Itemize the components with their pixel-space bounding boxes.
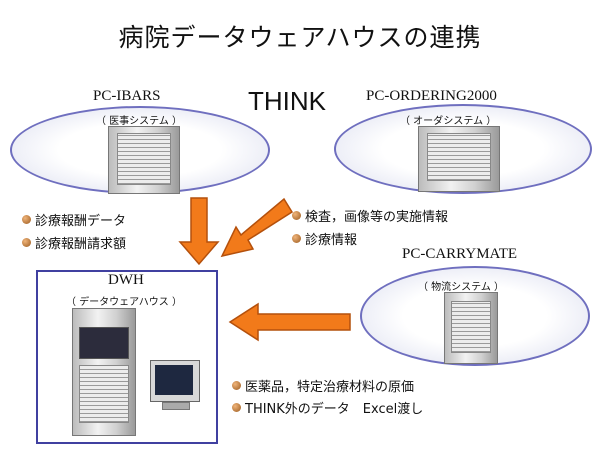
dwh-subtitle: （ データウェアハウス ） <box>66 297 182 308</box>
ibars-server-icon <box>108 126 180 194</box>
carrymate-subtitle: （ 物流システム ） <box>418 282 505 293</box>
carrymate-item-1: 医薬品，特定治療材料の原価 <box>232 376 414 395</box>
carrymate-item-2: THINK外のデータ Excel渡し <box>232 398 423 417</box>
ibars-subtitle: （ 医事システム ） <box>96 116 183 127</box>
arrow-ordering-to-dwh <box>220 197 294 258</box>
think-label: THINK <box>248 86 326 116</box>
dwh-server-icon <box>72 308 136 436</box>
bullet-icon <box>292 211 301 220</box>
bullet-icon <box>22 238 31 247</box>
monitor-icon <box>150 360 200 402</box>
arrow-carrymate-to-dwh <box>228 302 351 342</box>
bullet-icon <box>232 403 241 412</box>
diagram-title: 病院データウェアハウスの連携 <box>118 23 482 52</box>
ibars-item-1: 診療報酬データ <box>22 210 126 229</box>
ibars-name: PC-IBARS <box>93 88 161 104</box>
dwh-name: DWH <box>108 272 144 288</box>
monitor-stand-icon <box>162 402 190 410</box>
carrymate-name: PC-CARRYMATE <box>402 246 518 262</box>
carrymate-server-icon <box>444 292 498 364</box>
ordering-item-1: 検査，画像等の実施情報 <box>292 206 448 225</box>
bullet-icon <box>232 381 241 390</box>
ordering-item-2: 診療情報 <box>292 229 357 248</box>
ordering-subtitle: （ オーダシステム ） <box>400 116 497 127</box>
arrow-ibars-to-dwh <box>178 197 220 266</box>
bullet-icon <box>292 234 301 243</box>
ibars-item-2: 診療報酬請求額 <box>22 233 126 252</box>
ordering-name: PC-ORDERING2000 <box>366 88 497 104</box>
ordering-server-icon <box>418 126 500 192</box>
bullet-icon <box>22 215 31 224</box>
